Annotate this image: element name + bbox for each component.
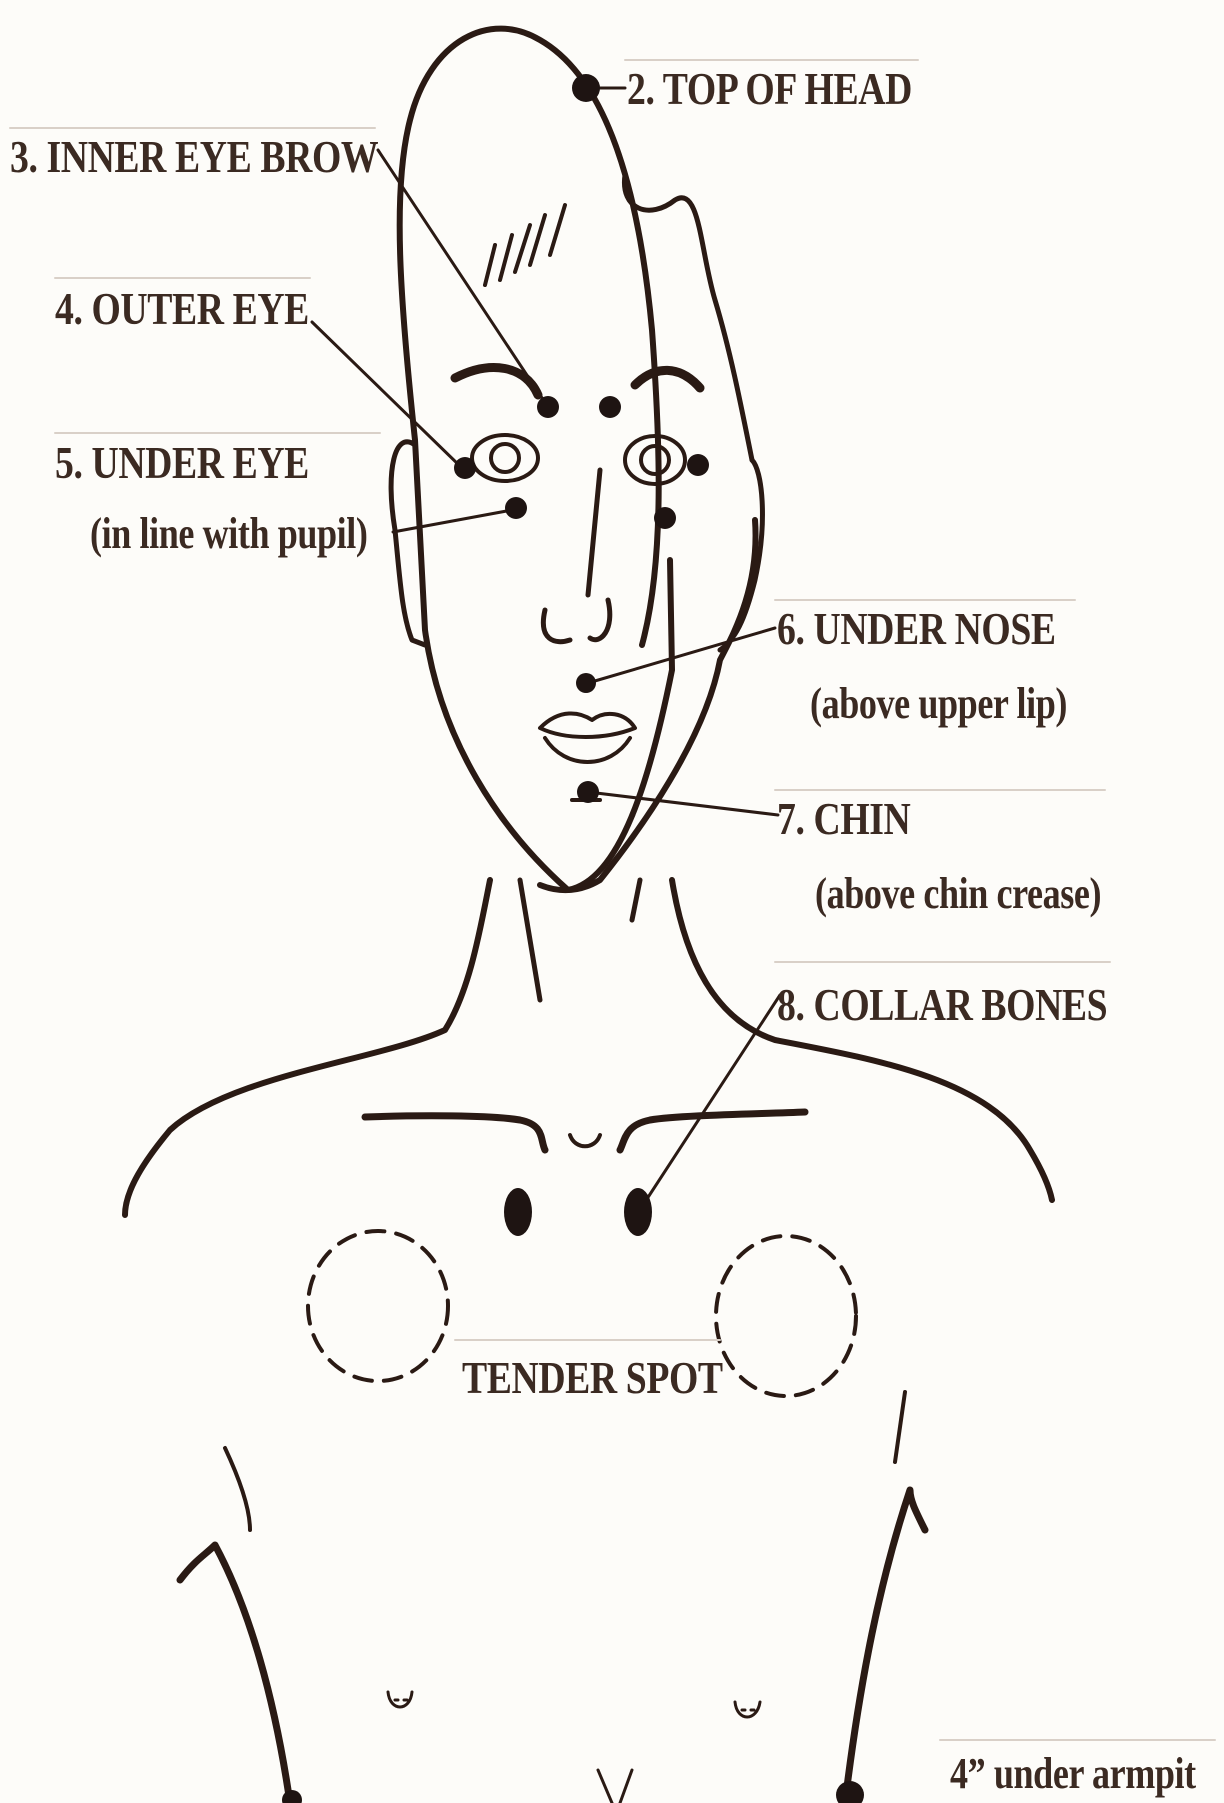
hair-stroke: [530, 215, 545, 265]
label-under-armpit: 4” under armpit: [950, 1752, 1196, 1796]
right-shoulder: [672, 880, 1052, 1200]
label-chin: 7. CHIN: [777, 796, 910, 842]
right-collar-bone: [620, 1112, 805, 1150]
left-tender-spot-circle: [308, 1231, 448, 1381]
neck-right: [632, 880, 640, 920]
label-top-of-head: 2. TOP OF HEAD: [627, 66, 912, 112]
label-tender-spot: TENDER SPOT: [462, 1355, 723, 1401]
point-outer-eye-right: [687, 454, 709, 476]
neck-left: [520, 880, 540, 1000]
label-under-eye: 5. UNDER EYE: [55, 440, 309, 486]
point-inner-eye-brow-right: [599, 396, 621, 418]
point-under-armpit: [836, 1781, 864, 1803]
right-nipple: [735, 1702, 760, 1717]
left-arm: [180, 1545, 290, 1803]
right-eye: [625, 436, 685, 484]
right-eyebrow: [635, 370, 700, 388]
nose-bridge-right: [590, 600, 610, 640]
point-under-nose: [576, 673, 596, 693]
right-arm: [845, 1490, 925, 1803]
point-chin: [577, 781, 599, 803]
hair-stroke: [500, 235, 512, 280]
left-shoulder: [125, 880, 490, 1215]
left-iris: [491, 444, 519, 472]
point-under-eye-left: [505, 497, 527, 519]
nose-bridge-left: [588, 470, 600, 595]
label-inner-eye-brow: 3. INNER EYE BROW: [10, 134, 378, 180]
label-under-nose: 6. UNDER NOSE: [777, 606, 1056, 652]
right-iris: [641, 446, 669, 474]
label-chin-note: (above chin crease): [815, 872, 1101, 916]
leader-under-nose: [588, 628, 775, 683]
head-outline: [400, 29, 672, 890]
sternal-notch: [570, 1135, 600, 1146]
hair-stroke: [485, 245, 495, 285]
point-collar-bone-left: [504, 1188, 532, 1236]
left-collar-bone: [365, 1116, 545, 1150]
point-collar-bone-right: [624, 1188, 652, 1236]
point-outer-eye-left: [454, 457, 476, 479]
right-tender-spot-circle: [716, 1236, 856, 1396]
left-nipple: [388, 1692, 412, 1707]
jaw-line: [540, 520, 756, 890]
leader-chin: [588, 792, 778, 815]
label-collar-bones: 8. COLLAR BONES: [777, 982, 1107, 1028]
leader-collar-bones: [643, 995, 780, 1205]
point-inner-eye-brow-left: [537, 396, 559, 418]
hair-stroke: [515, 225, 530, 272]
leader-under-eye: [393, 510, 512, 532]
point-under-eye-right: [654, 507, 676, 529]
sternum-hint: [598, 1770, 612, 1803]
leader-outer-eye: [312, 322, 462, 468]
sternum-hint-2: [620, 1770, 632, 1803]
label-outer-eye: 4. OUTER EYE: [55, 286, 309, 332]
left-chest-mark: [225, 1448, 250, 1530]
left-eye: [472, 435, 538, 481]
nose-base: [543, 610, 570, 642]
label-under-nose-note: (above upper lip): [810, 682, 1067, 726]
hair-stroke: [550, 205, 565, 255]
label-under-eye-note: (in line with pupil): [90, 512, 368, 556]
right-chest-mark: [895, 1392, 905, 1462]
lower-lip: [545, 738, 630, 762]
hairline: [624, 175, 752, 460]
upper-lip: [540, 713, 635, 737]
point-top-of-head: [572, 74, 600, 102]
